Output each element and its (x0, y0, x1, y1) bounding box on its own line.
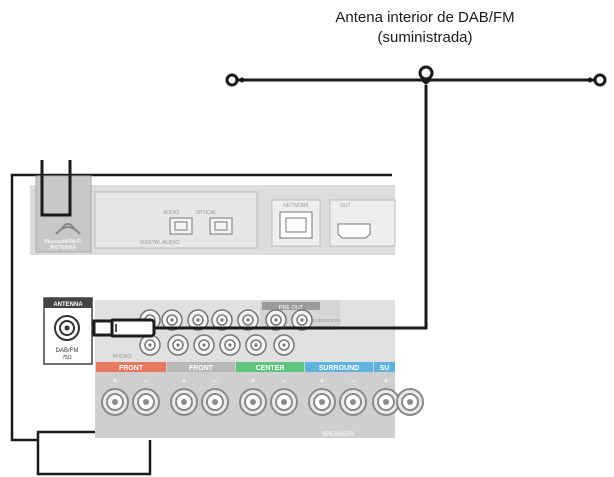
optical-port-1-inner (174, 221, 188, 231)
speaker-terminal (396, 388, 424, 416)
digital-audio-label: DIGITAL AUDIO (140, 240, 180, 246)
network-label: NETWORK (283, 203, 309, 209)
audio-small-label: AUDIO (163, 210, 179, 216)
channel-label: CENTER (256, 365, 285, 372)
antenna-center-junction (418, 65, 434, 81)
rca-jack (187, 309, 209, 331)
bt-antenna-rod (40, 160, 72, 217)
network-port-inner (285, 217, 307, 233)
rca-jack (193, 334, 215, 356)
channel-bar (305, 362, 373, 372)
hdmi-port (337, 223, 371, 239)
speaker-terminals: + − + − + − + − + − (101, 376, 424, 416)
rca-jack (211, 309, 233, 331)
channel-label: SU (380, 365, 390, 372)
speaker-terminal (308, 388, 336, 416)
rca-jack (237, 309, 259, 331)
speaker-terminal (339, 388, 367, 416)
rca-jack (167, 334, 189, 356)
speaker-terminal (132, 388, 160, 416)
channel-bar (167, 362, 235, 372)
speaker-channel-bars: FRONT FRONT CENTER SURROUND SU (96, 362, 395, 372)
phono-label: PHONO (113, 354, 131, 360)
antenna-callout: Antena interior de DAB/FM (suministrada) (300, 8, 550, 48)
optical-port-2 (209, 217, 233, 235)
rca-jack (291, 309, 313, 331)
speaker-terminal (372, 388, 400, 416)
plus-sign: + (112, 376, 117, 386)
receiver-foot (36, 440, 152, 476)
dab-fm-antenna (225, 65, 607, 87)
speaker-terminal (101, 388, 129, 416)
antenna-right-end (593, 73, 607, 87)
channel-label: FRONT (119, 365, 144, 372)
antenna-title-bar (44, 298, 92, 308)
minus-sign: − (281, 376, 286, 386)
antenna-right-pin (587, 77, 593, 83)
speaker-terminal (201, 388, 229, 416)
pre-out-label: PRE OUT (279, 305, 304, 311)
minus-sign: − (350, 376, 355, 386)
bt-antenna-symbol (55, 223, 81, 235)
channel-label: FRONT (189, 365, 214, 372)
antenna-jack-label-1: DAB/FM (56, 348, 79, 354)
speaker-terminal (239, 388, 267, 416)
channel-bar (236, 362, 304, 372)
bt-antenna-label-2: ANTENNA (50, 245, 77, 251)
channel-bar (374, 362, 395, 372)
antenna-plug (92, 318, 156, 338)
rca-jack (273, 334, 295, 356)
antenna-jack-label-2: 75Ω (62, 355, 72, 361)
callout-line-1: Antena interior de DAB/FM (335, 9, 515, 26)
plus-sign: + (181, 376, 186, 386)
minus-sign: − (212, 376, 217, 386)
rca-jack (161, 309, 183, 331)
rca-jack (139, 334, 161, 356)
speaker-terminal (270, 388, 298, 416)
minus-sign: − (143, 376, 148, 386)
plus-sign: + (250, 376, 255, 386)
rca-jack (245, 334, 267, 356)
antenna-jack-pin (64, 325, 70, 331)
rca-jack (219, 334, 241, 356)
bt-antenna-label-1: Bluetooth/Wi-Fi (44, 239, 82, 245)
antenna-left-pin (239, 77, 245, 83)
minus-sign: − (407, 376, 412, 386)
speakers-label: SPEAKERS (322, 432, 354, 438)
antenna-title: ANTENNA (53, 302, 83, 308)
optical-port-2-inner (214, 221, 228, 231)
plus-sign: + (383, 376, 388, 386)
subwoofer-label: SUBWOOFER (311, 318, 341, 323)
rca-jack (265, 309, 287, 331)
channel-label: SURROUND (319, 365, 359, 372)
hdmi-out-label: OUT (340, 203, 351, 209)
antenna-left-end (225, 73, 239, 87)
channel-bar (96, 362, 166, 372)
optical-label: OPTICAL (195, 210, 217, 216)
optical-port-1 (169, 217, 193, 235)
callout-line-2: (suministrada) (377, 29, 473, 46)
plus-sign: + (319, 376, 324, 386)
network-port (279, 211, 313, 239)
speaker-terminal (170, 388, 198, 416)
pre-out-badge (262, 302, 320, 310)
